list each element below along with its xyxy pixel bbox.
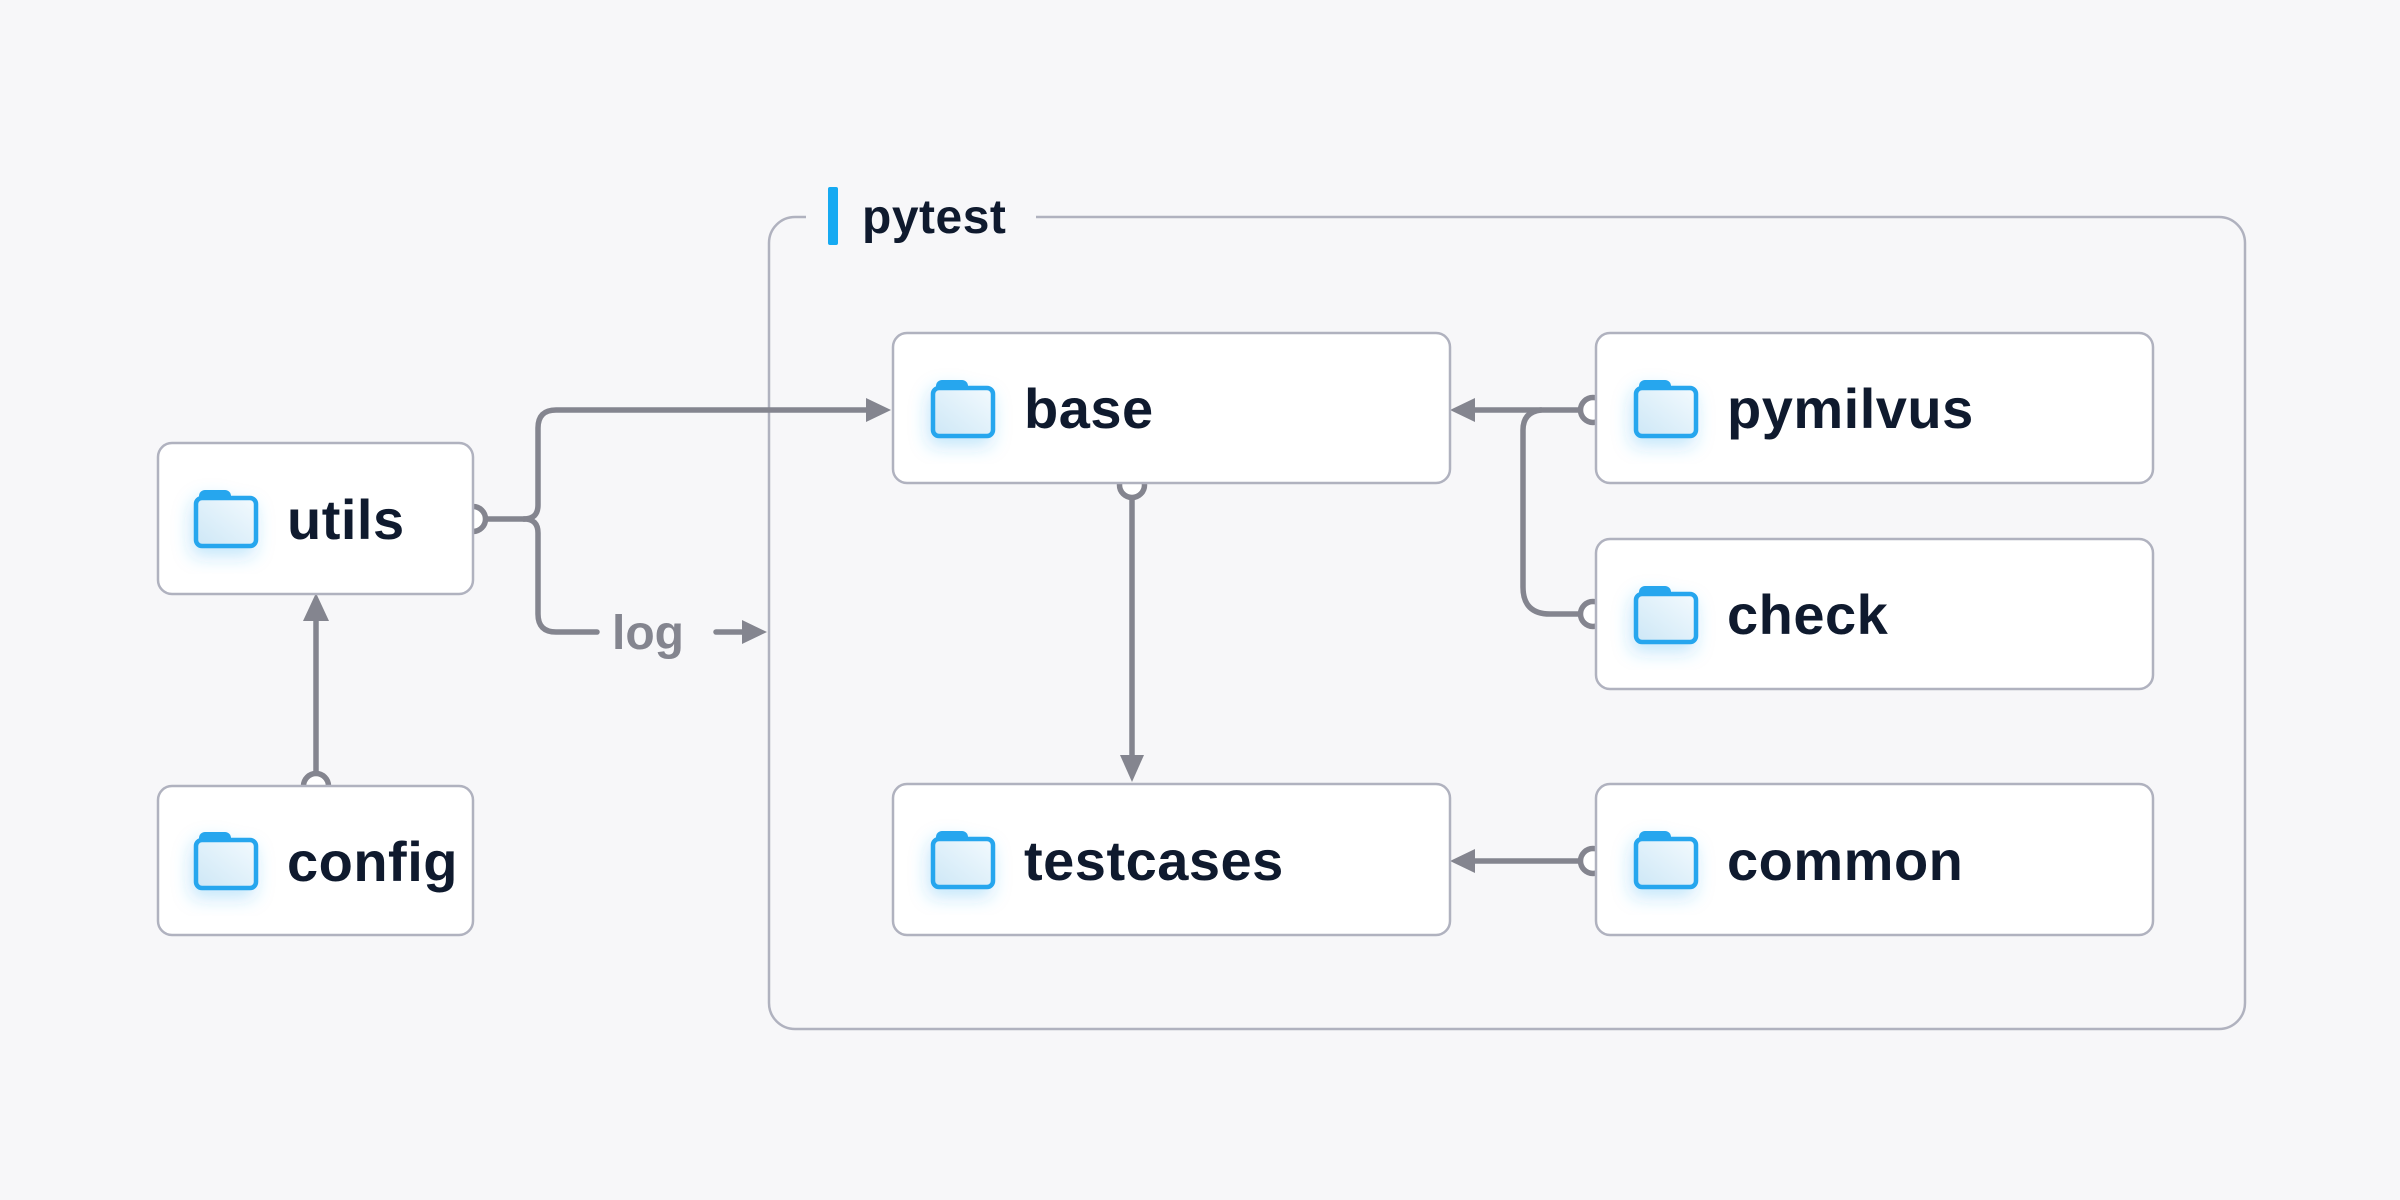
node-label: config — [287, 830, 458, 893]
node-box — [1594, 782, 2155, 937]
node-base: base — [891, 331, 1452, 485]
node-utils: utils — [156, 441, 475, 596]
edge-line — [521, 407, 869, 522]
nodes: utils config base pymilvus check testcas… — [156, 331, 2155, 937]
arrowhead-right-icon — [866, 398, 891, 422]
arrowhead-left-icon — [1450, 849, 1475, 873]
log-edge-label: log — [612, 607, 684, 660]
node-check: check — [1594, 537, 2155, 691]
node-box — [156, 784, 475, 937]
node-box — [891, 331, 1452, 485]
edge-pymilvus-check-base — [1450, 394, 1609, 630]
edge-config-utils — [300, 593, 332, 802]
node-box — [156, 441, 475, 596]
node-box — [1594, 537, 2155, 691]
node-box — [1594, 331, 2155, 485]
folder-icon — [1636, 586, 1696, 642]
node-label: pymilvus — [1727, 377, 1974, 440]
node-box — [891, 782, 1452, 937]
arrowhead-left-icon — [1450, 398, 1475, 422]
pytest-container-label: pytest — [862, 191, 1006, 244]
edge-base-testcases — [1116, 469, 1148, 782]
folder-icon — [1636, 831, 1696, 887]
node-config: config — [156, 784, 475, 937]
folder-icon — [196, 832, 256, 888]
node-label: common — [1727, 829, 1963, 892]
pytest-label-patch — [806, 202, 1036, 234]
folder-icon — [933, 380, 993, 436]
node-common: common — [1594, 782, 2155, 937]
pytest-accent-bar — [828, 187, 838, 245]
node-testcases: testcases — [891, 782, 1452, 937]
node-label: check — [1727, 583, 1889, 646]
arrowhead-right-icon — [742, 620, 767, 644]
node-label: utils — [287, 488, 405, 551]
arrowhead-up-icon — [303, 593, 329, 621]
folder-icon — [196, 490, 256, 546]
folder-icon — [1636, 380, 1696, 436]
pytest-container-border — [767, 215, 2247, 1031]
pytest-container: pytest — [767, 187, 2247, 1031]
edge-line — [521, 516, 600, 635]
folder-icon — [933, 831, 993, 887]
arrowhead-down-icon — [1120, 755, 1144, 782]
node-label: testcases — [1024, 829, 1284, 892]
node-label: base — [1024, 377, 1154, 440]
node-pymilvus: pymilvus — [1594, 331, 2155, 485]
edge-utils-branch: log — [457, 398, 891, 660]
edge-common-testcases — [1450, 845, 1609, 877]
edge-line — [1520, 407, 1581, 617]
